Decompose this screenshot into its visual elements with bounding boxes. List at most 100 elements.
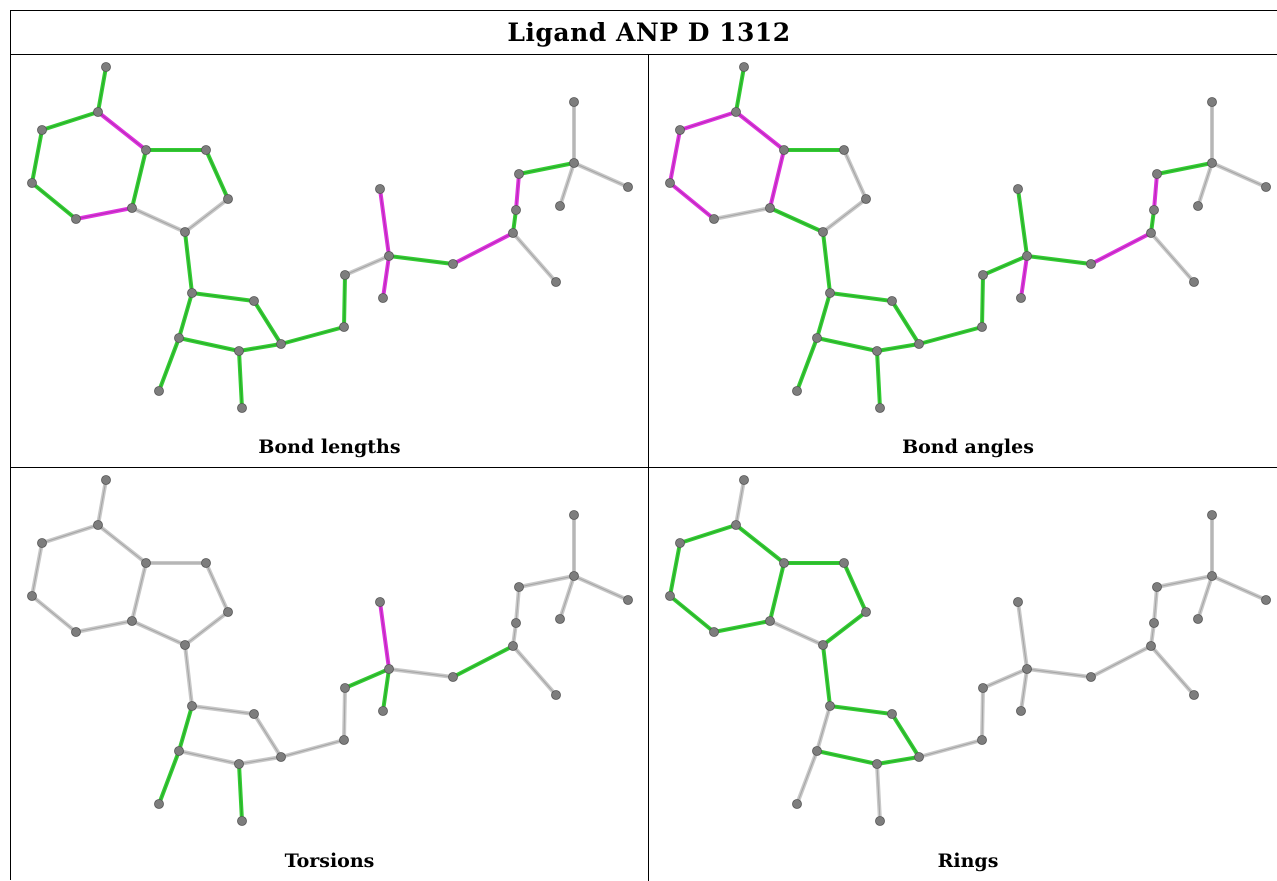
bond-shade-5-6	[769, 149, 785, 209]
bond-16-17	[917, 325, 984, 346]
bond-17-18	[980, 273, 985, 329]
bond-19-22	[387, 254, 455, 266]
atom-20	[375, 597, 385, 607]
bond-shade-16-12	[238, 756, 282, 765]
bond-22-23	[451, 231, 515, 266]
bond-12-13	[815, 336, 879, 353]
bond-16-17	[917, 738, 984, 759]
atom-5	[765, 616, 775, 626]
atom-10	[187, 288, 197, 298]
atom-13	[812, 746, 822, 756]
atom-22	[448, 259, 458, 269]
bond-shade-5-6	[769, 562, 785, 622]
bond-shade-16-12	[238, 343, 282, 352]
bond-0-1	[734, 478, 746, 527]
atom-28	[1261, 182, 1271, 192]
bond-shade-0-1	[735, 479, 745, 526]
bond-5-6	[768, 561, 786, 623]
bond-shade-24-25	[515, 173, 520, 211]
bond-shade-26-28	[573, 575, 629, 601]
atom-29	[1193, 201, 1203, 211]
bond-shade-19-22	[1026, 668, 1092, 678]
atom-21	[378, 293, 388, 303]
bond-26-29	[1196, 161, 1214, 208]
bond-24-25	[514, 585, 521, 625]
bond-shade-19-22	[1026, 255, 1092, 265]
atom-12	[234, 346, 244, 356]
bond-19-20	[378, 600, 391, 671]
bond-shade-18-19	[344, 255, 390, 276]
bond-shade-2-3	[31, 129, 43, 184]
bond-shade-24-25	[515, 586, 520, 624]
bond-10-11	[828, 291, 894, 303]
atom-9	[180, 227, 190, 237]
atom-17	[977, 735, 987, 745]
bond-13-10	[815, 291, 832, 340]
atom-1	[731, 107, 741, 117]
bond-9-10	[821, 230, 832, 295]
bond-24-25	[1152, 585, 1159, 625]
atom-3	[27, 591, 37, 601]
bond-13-14	[795, 336, 819, 393]
atom-12	[872, 346, 882, 356]
bond-19-22	[387, 667, 455, 679]
bond-shade-2-3	[31, 542, 43, 597]
atom-18	[340, 683, 350, 693]
bond-7-8	[842, 148, 868, 201]
atom-17	[339, 322, 349, 332]
bond-shade-26-28	[1211, 575, 1267, 601]
bond-26-28	[572, 574, 630, 602]
bond-0-1	[96, 65, 108, 114]
atom-15	[237, 816, 247, 826]
bond-9-10	[821, 643, 832, 708]
bond-6-1	[96, 523, 148, 565]
bond-shade-1-2	[679, 524, 737, 544]
atom-13	[812, 333, 822, 343]
bond-shade-22-23	[452, 232, 514, 265]
bond-12-13	[177, 749, 241, 766]
bond-4-5	[712, 619, 772, 634]
bond-4-5	[712, 206, 772, 221]
molecule-torsions	[27, 475, 633, 826]
atom-21	[1016, 706, 1026, 716]
bond-shade-12-15	[238, 763, 243, 822]
bond-shade-0-1	[97, 479, 107, 526]
atom-26	[569, 158, 579, 168]
atom-4	[71, 627, 81, 637]
atom-24	[1149, 205, 1159, 215]
bond-shade-6-1	[97, 524, 147, 564]
atom-30	[1189, 690, 1199, 700]
bond-shade-4-5	[713, 620, 771, 633]
atom-20	[1013, 597, 1023, 607]
bond-23-30	[511, 644, 558, 697]
atom-7	[839, 145, 849, 155]
bond-shade-19-21	[382, 255, 390, 299]
atom-8	[861, 194, 871, 204]
atom-14	[792, 799, 802, 809]
bond-17-18	[980, 686, 985, 742]
bond-shade-16-17	[280, 739, 345, 758]
atom-15	[875, 816, 885, 826]
bond-9-5	[130, 206, 187, 234]
atom-0	[739, 475, 749, 485]
bond-shade-11-16	[253, 713, 282, 758]
bond-shade-26-29	[559, 575, 575, 620]
bond-shade-19-21	[382, 668, 390, 712]
atom-24	[511, 205, 521, 215]
bond-shade-16-12	[876, 756, 920, 765]
bond-shade-7-8	[205, 562, 229, 613]
bond-shade-26-29	[1197, 162, 1213, 207]
bond-shade-22-23	[452, 645, 514, 678]
atom-18	[978, 683, 988, 693]
bond-shade-5-6	[131, 562, 147, 622]
atom-4	[709, 214, 719, 224]
atom-7	[201, 145, 211, 155]
bond-shade-8-9	[822, 611, 867, 646]
bond-shade-25-26	[518, 162, 575, 175]
bond-6-1	[734, 523, 786, 565]
atom-27	[569, 97, 579, 107]
atom-16	[914, 752, 924, 762]
atom-6	[779, 145, 789, 155]
bond-shade-23-30	[1150, 645, 1195, 696]
atom-7	[839, 558, 849, 568]
